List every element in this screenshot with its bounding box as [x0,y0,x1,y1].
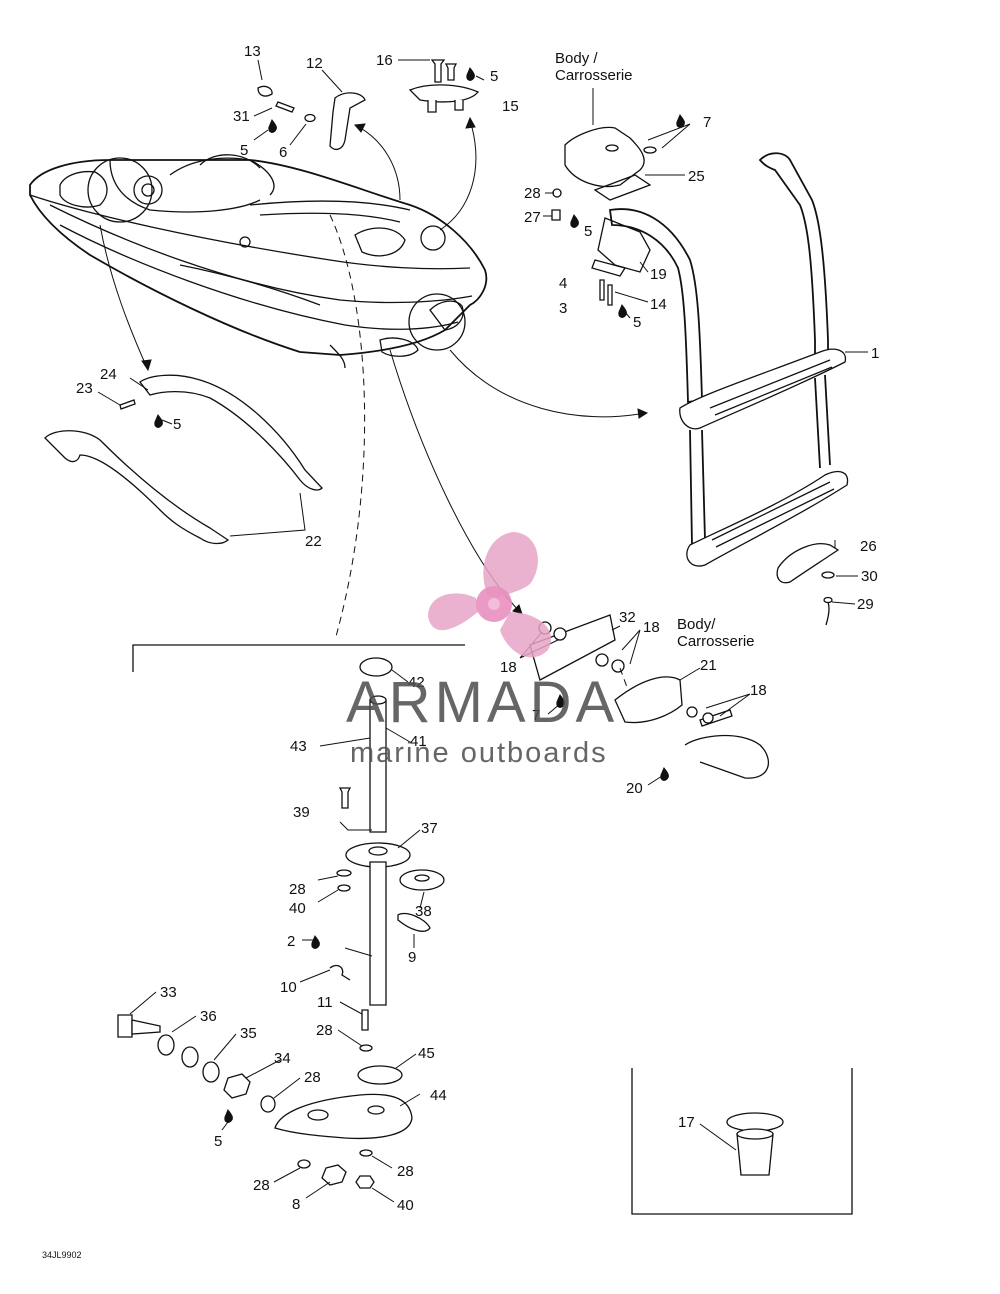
callouts: 13 12 31 5 6 16 5 15 7 28 25 27 5 19 4 1… [76,43,879,1214]
body-label-top: Body / Carrosserie [555,50,633,84]
callout-28-a: 28 [524,185,541,202]
callout-42: 42 [408,674,425,691]
callout-36: 36 [200,1008,217,1025]
callout-32: 32 [619,609,636,626]
callout-25: 25 [688,168,705,185]
callout-16: 16 [376,52,393,69]
callout-5-f: 5 [214,1133,222,1150]
callout-31: 31 [233,108,250,125]
propeller-blade-right [500,612,552,658]
ladder-bracket [551,88,685,318]
callout-18-c: 18 [750,682,767,699]
body-label-mid-line2: Carrosserie [677,633,755,650]
callout-20: 20 [626,780,643,797]
callout-2: 2 [287,933,295,950]
callout-39: 39 [293,804,310,821]
callout-38: 38 [415,903,432,920]
pointer-arrows [99,116,649,641]
callout-22: 22 [305,533,322,550]
callout-45: 45 [418,1045,435,1062]
callout-7-a: 7 [703,114,711,131]
callout-14: 14 [650,296,667,313]
callout-21: 21 [700,657,717,674]
side-rail [44,374,323,545]
boat-hull-drawing [29,154,488,369]
body-label-top-line1: Body / [555,50,598,67]
propeller-logo [428,532,552,658]
callout-43: 43 [290,738,307,755]
callout-18-b: 18 [500,659,517,676]
callout-34: 34 [274,1050,291,1067]
callout-8: 8 [292,1196,300,1213]
propeller-blade-left [428,593,478,631]
leader-lines [97,59,858,1203]
callout-9: 9 [408,949,416,966]
callout-4: 4 [559,275,567,292]
post-assembly [117,644,465,1189]
callout-35: 35 [240,1025,257,1042]
bow-hardware [257,59,480,151]
callout-37: 37 [421,820,438,837]
callout-5-b: 5 [490,68,498,85]
callout-33: 33 [160,984,177,1001]
ladder-lock-parts [776,543,840,626]
callout-11: 11 [317,994,333,1011]
watermark-brand: ARMADA [346,670,618,735]
armada-watermark: ARMADA marine outboards [346,532,618,769]
propeller-hub [476,586,512,622]
callout-44: 44 [430,1087,447,1104]
callout-5-a: 5 [240,142,248,159]
callout-13: 13 [244,43,261,60]
callout-7-b: 7 [532,707,540,724]
callout-26: 26 [860,538,877,555]
callout-1: 1 [871,345,879,362]
callout-30: 30 [861,568,878,585]
callout-18-a: 18 [643,619,660,636]
callout-12: 12 [306,55,323,72]
callout-24: 24 [100,366,117,383]
body-label-mid: Body/ Carrosserie [677,616,755,650]
callout-6: 6 [279,144,287,161]
cup-holder-box [631,1068,853,1215]
callout-27: 27 [524,209,541,226]
callout-5-c: 5 [584,223,592,240]
callout-28-b: 28 [289,881,306,898]
reference-code: 34JL9902 [42,1250,82,1260]
callout-23: 23 [76,380,93,397]
callout-29: 29 [857,596,874,613]
callout-17: 17 [678,1114,695,1131]
body-label-top-line2: Carrosserie [555,67,633,84]
boarding-ladder [608,152,868,567]
callout-5-e: 5 [173,416,181,433]
callout-40-a: 40 [289,900,306,917]
callout-10: 10 [280,979,297,996]
callout-40-b: 40 [397,1197,414,1214]
callout-41: 41 [410,733,427,750]
body-label-mid-line1: Body/ [677,616,716,633]
callout-3: 3 [559,300,567,317]
callout-28-e: 28 [397,1163,414,1180]
watermark-tagline: marine outboards [350,737,608,769]
callout-15: 15 [502,98,519,115]
propeller-blade-top [483,532,538,598]
callout-5-d: 5 [633,314,641,331]
propeller-hub-center [488,598,500,610]
callout-28-d: 28 [304,1069,321,1086]
callout-19: 19 [650,266,667,283]
callout-28-f: 28 [253,1177,270,1194]
callout-28-c: 28 [316,1022,333,1039]
tow-hook-assembly [529,614,769,781]
